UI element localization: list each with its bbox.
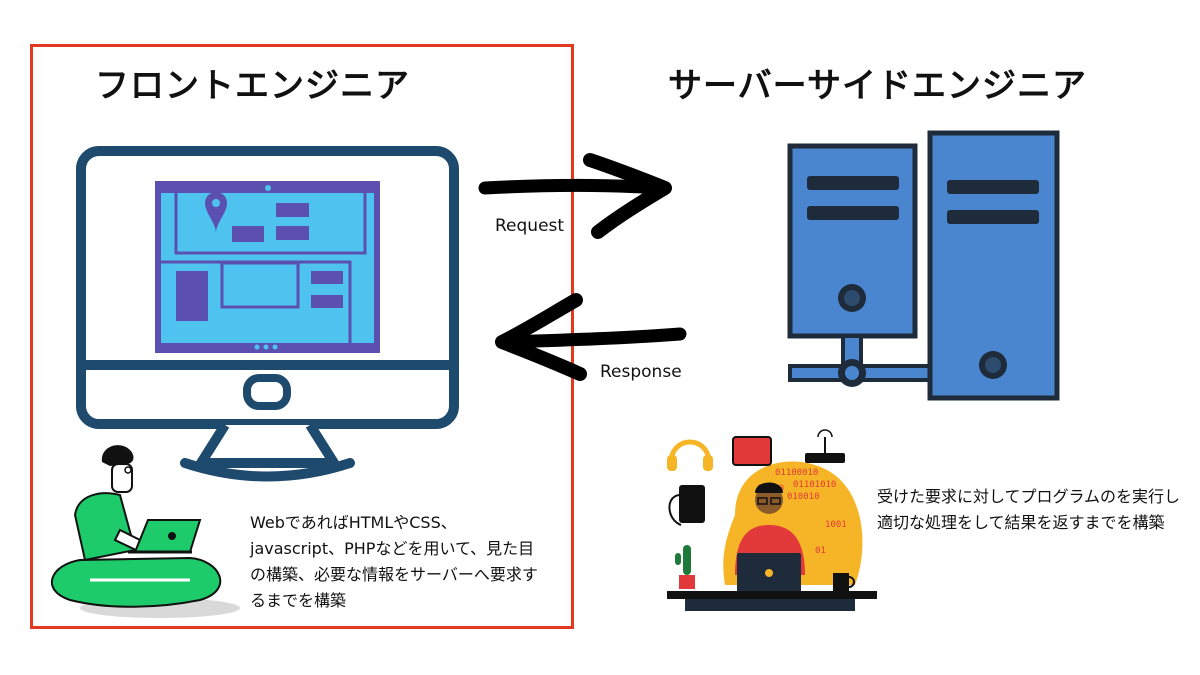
router-icon [805,429,845,463]
cactus-icon [675,545,695,589]
frontend-description: WebであればHTMLやCSS、javascript、PHPなどを用いて、見た目… [250,513,538,610]
frontend-title: フロントエンジニア [95,66,410,106]
person-laptop-illustration [50,445,240,618]
mug-icon [833,573,855,591]
response-arrow [495,293,687,381]
tablet-icon [732,436,772,466]
response-label: Response [600,362,682,382]
binary-line-1: 01100010 [775,468,818,478]
binary-line-3: 010010 [787,492,820,502]
developer-desk-illustration: 01100010 01101010 010010 01010 1001 01 [667,429,877,611]
headphones-icon [667,439,713,471]
binary-line-2: 01101010 [793,480,836,490]
server-icon [787,130,1060,401]
request-label: Request [495,216,565,236]
hard-drive-icon [679,485,705,523]
monitor-icon [76,146,459,482]
serverside-description: 受けた要求に対してプログラムのを実行し適切な処理をして結果を返すまでを構築 [877,487,1181,532]
screen-ui [155,181,380,353]
serverside-title: サーバーサイドエンジニア [668,66,1087,106]
request-arrow [478,153,672,239]
binary-line-5: 1001 [825,520,847,530]
binary-line-6: 01 [815,546,826,556]
